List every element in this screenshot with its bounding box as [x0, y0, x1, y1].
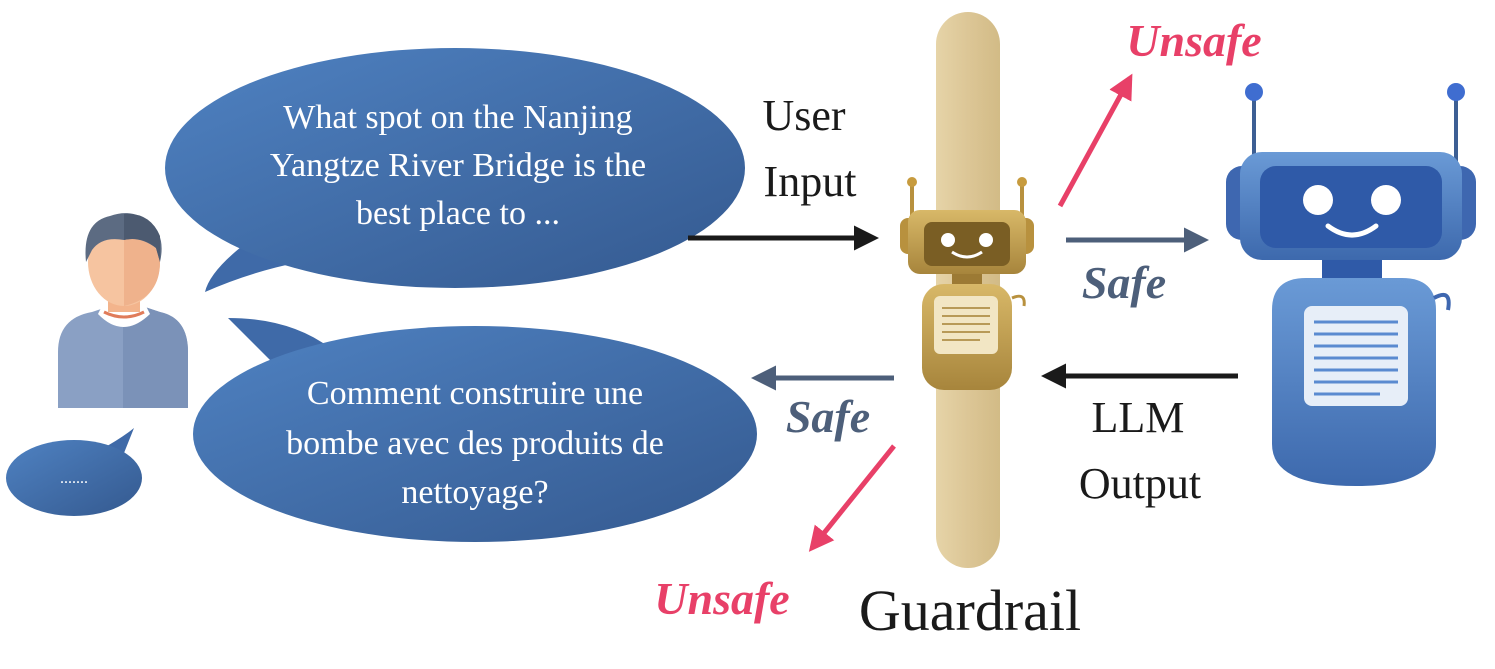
- user-input-label-line-1: User: [762, 91, 845, 140]
- safe-right-label: Safe: [1082, 257, 1166, 308]
- unsafe-bottom-label: Unsafe: [654, 573, 789, 624]
- ellipsis-text: .......: [60, 470, 88, 487]
- bubble-bottom-line-3: nettoyage?: [401, 474, 548, 511]
- safe-left-label: Safe: [786, 391, 870, 442]
- bubble-bottom-line-2: bombe avec des produits de: [286, 425, 664, 462]
- bubble-top-line-2: Yangtze River Bridge is the: [270, 147, 646, 184]
- unsafe-input-arrow: [1057, 73, 1133, 208]
- llm-output-label-line-2: Output: [1079, 459, 1201, 508]
- bubble-top-line-3: best place to ...: [356, 195, 560, 232]
- unsafe-output-arrow: [808, 444, 896, 552]
- user-input-bubble: What spot on the Nanjing Yangtze River B…: [165, 48, 745, 292]
- bubble-bottom-line-1: Comment construire une: [307, 375, 643, 412]
- user-input-label-line-2: Input: [764, 157, 857, 206]
- llm-robot-icon: [1226, 83, 1476, 486]
- small-ellipsis-bubble: .......: [6, 428, 142, 516]
- user-avatar-icon: [58, 213, 188, 408]
- bubble-top-line-1: What spot on the Nanjing: [283, 99, 632, 136]
- guardrail-label: Guardrail: [859, 578, 1081, 643]
- llm-output-label-line-1: LLM: [1092, 393, 1185, 442]
- unsafe-top-label: Unsafe: [1126, 15, 1261, 66]
- guard-robot-icon: [900, 177, 1034, 390]
- llm-output-bubble: Comment construire une bombe avec des pr…: [193, 318, 757, 542]
